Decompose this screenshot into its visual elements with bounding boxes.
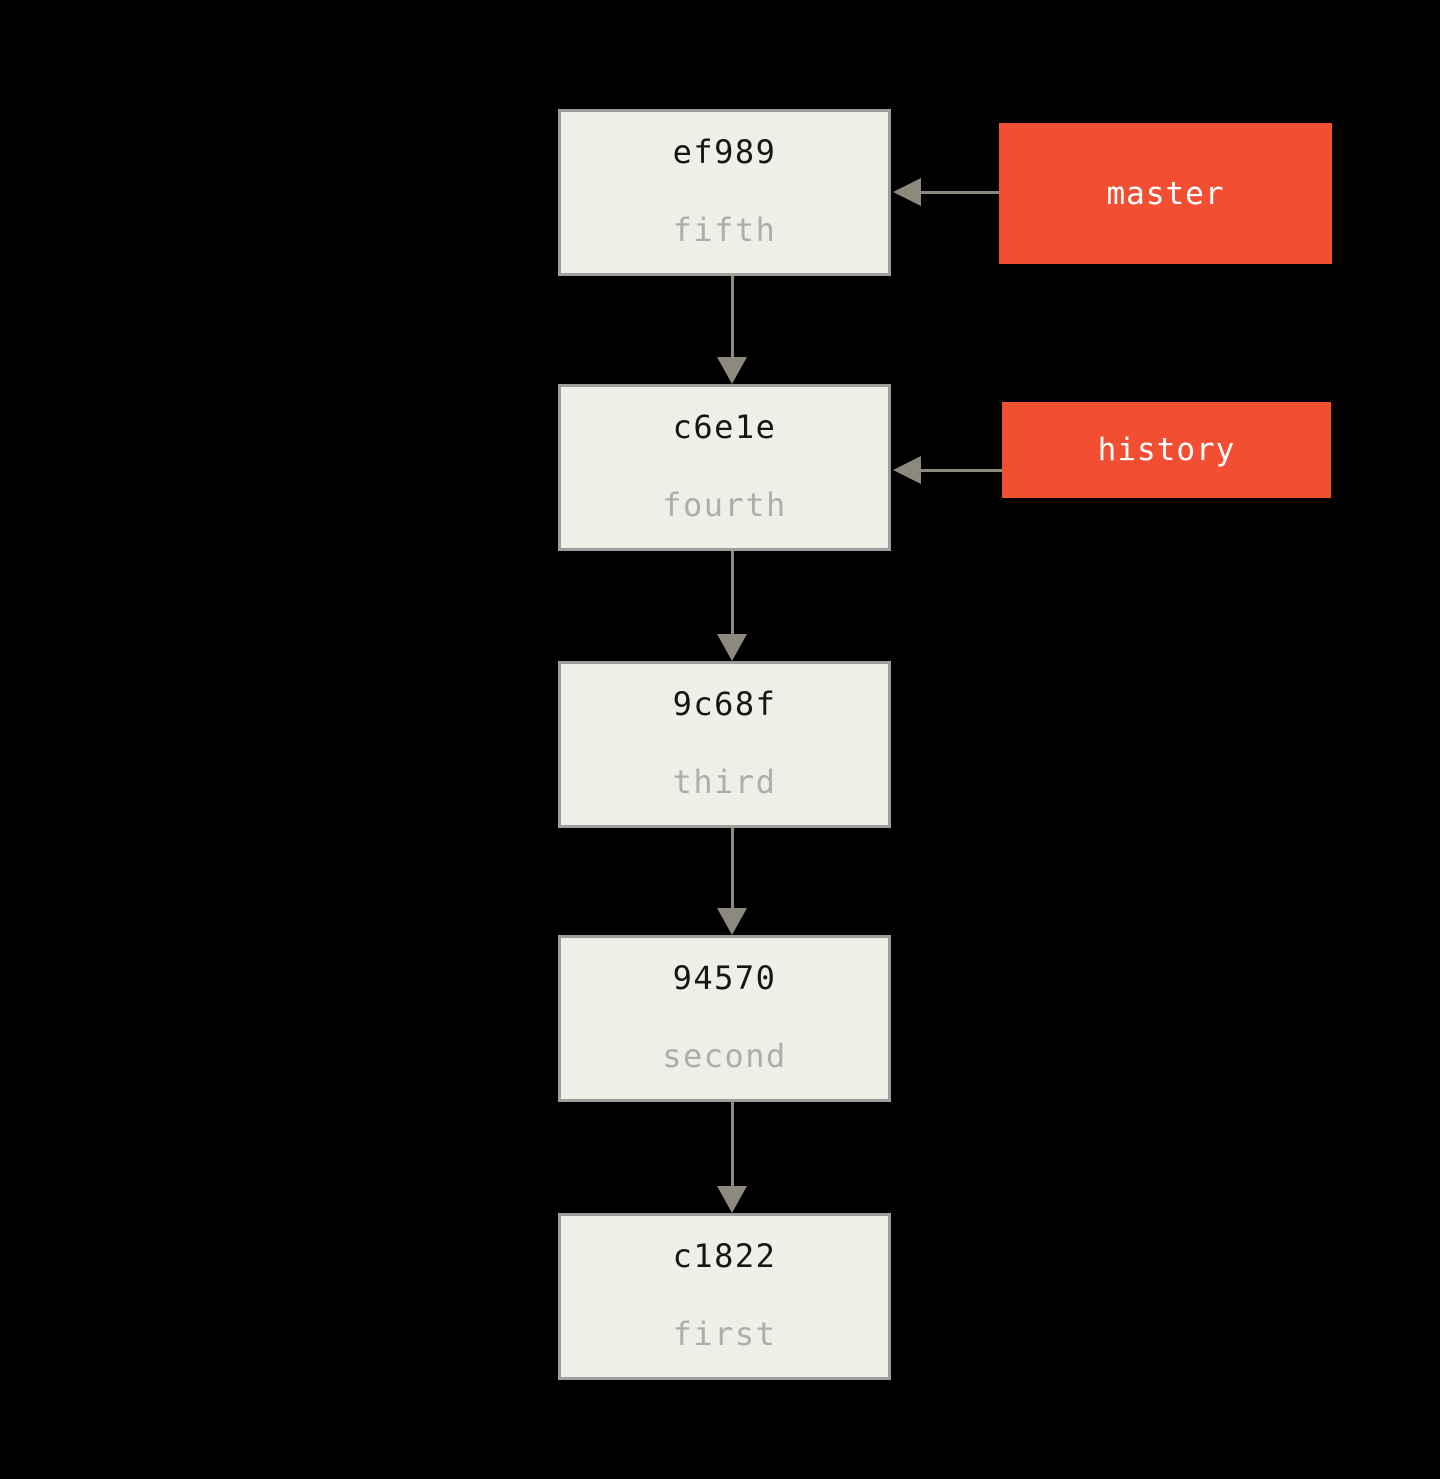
arrow-line-history-to-c6e1e [920, 469, 1002, 472]
commit-node-9c68f: 9c68f third [558, 661, 891, 828]
arrow-head-down-icon [717, 908, 747, 935]
arrow-line-master-to-ef989 [920, 191, 999, 194]
commit-message: fourth [662, 486, 787, 524]
arrow-head-down-icon [717, 634, 747, 661]
commit-hash: 94570 [672, 959, 777, 997]
commit-node-c1822: c1822 first [558, 1213, 891, 1380]
branch-name: master [1106, 175, 1225, 212]
commit-node-c6e1e: c6e1e fourth [558, 384, 891, 551]
commit-node-94570: 94570 second [558, 935, 891, 1102]
commit-node-ef989: ef989 fifth [558, 109, 891, 276]
arrow-head-down-icon [717, 1186, 747, 1213]
commit-hash: c6e1e [672, 408, 777, 446]
commit-message: first [672, 1315, 777, 1353]
commit-message: third [672, 763, 777, 801]
arrow-line-9c68f-to-94570 [731, 828, 734, 909]
commit-hash: 9c68f [672, 685, 777, 723]
arrow-line-94570-to-c1822 [731, 1102, 734, 1187]
commit-message: second [662, 1037, 787, 1075]
branch-label-master: master [999, 123, 1332, 264]
commit-message: fifth [672, 211, 777, 249]
arrow-line-ef989-to-c6e1e [731, 276, 734, 358]
arrow-head-left-icon [893, 456, 921, 484]
commit-hash: c1822 [672, 1237, 777, 1275]
arrow-head-down-icon [717, 357, 747, 384]
branch-label-history: history [1002, 402, 1331, 498]
commit-hash: ef989 [672, 133, 777, 171]
arrow-head-left-icon [893, 178, 921, 206]
branch-name: history [1097, 432, 1236, 468]
arrow-line-c6e1e-to-9c68f [731, 551, 734, 635]
